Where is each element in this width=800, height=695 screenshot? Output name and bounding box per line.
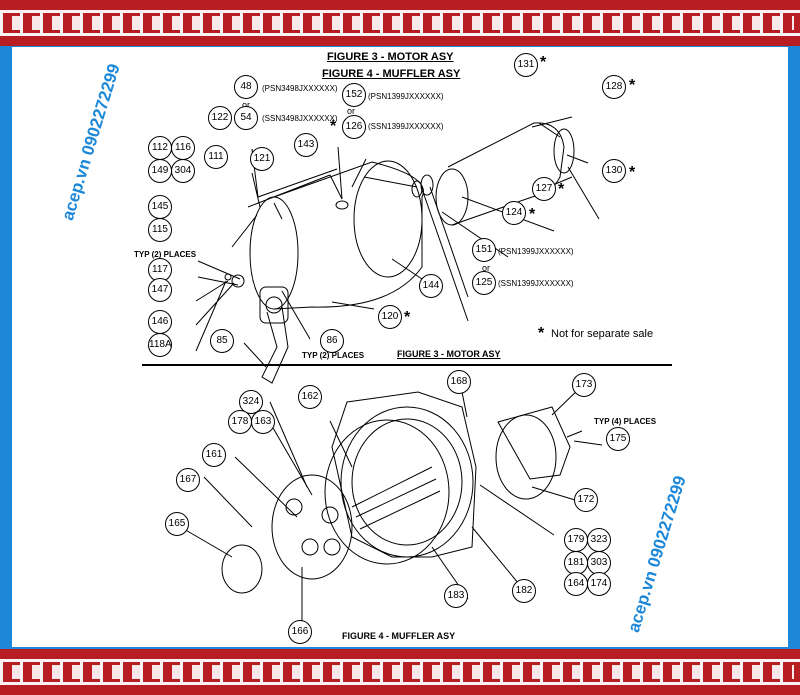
callout-147: 147 — [148, 278, 172, 302]
motor-housing — [273, 161, 424, 310]
callout-164: 164 — [564, 572, 588, 596]
callout-48: 48 — [234, 75, 258, 99]
muffler-flange — [497, 406, 571, 480]
callout-174: 174 — [587, 572, 611, 596]
callout-173: 173 — [572, 373, 596, 397]
callout-120: 120 — [378, 305, 402, 329]
ref-126: (SSN1399JXXXXXX) — [368, 122, 444, 131]
star-124: * — [529, 206, 536, 223]
callout-128: 128 — [602, 75, 626, 99]
callout-145: 145 — [148, 195, 172, 219]
callout-131: 131 — [514, 53, 538, 77]
callout-54: 54 — [234, 106, 258, 130]
motor-mount-bracket — [261, 306, 289, 384]
callout-127: 127 — [532, 177, 556, 201]
callout-121: 121 — [250, 147, 274, 171]
bottom-decorative-band — [0, 649, 800, 695]
star-126: * — [330, 118, 337, 135]
fig3-header-title: FIGURE 3 - MOTOR ASY — [327, 51, 454, 63]
motor-end-bell — [249, 196, 299, 310]
muffler-spacer — [495, 414, 557, 500]
callout-178: 178 — [228, 410, 252, 434]
callout-181: 181 — [564, 551, 588, 575]
star-131: * — [540, 54, 547, 71]
star-130: * — [629, 164, 636, 181]
fig3-caption: FIGURE 3 - MOTOR ASY — [397, 349, 501, 359]
callout-130: 130 — [602, 159, 626, 183]
muffler-disc — [221, 544, 263, 594]
callout-323: 323 — [587, 528, 611, 552]
callout-168: 168 — [447, 370, 471, 394]
callout-161: 161 — [202, 443, 226, 467]
callout-124: 124 — [502, 201, 526, 225]
typ2-places-note-left: TYP (2) PLACES — [134, 250, 197, 259]
or-label-3: or — [482, 263, 491, 273]
callout-165: 165 — [165, 512, 189, 536]
diagram-sheet: FIGURE 3 - MOTOR ASY FIGURE 4 - MUFFLER … — [12, 47, 788, 647]
callout-126: 126 — [342, 115, 366, 139]
callout-86: 86 — [320, 329, 344, 353]
typ2-places-note-bottom: TYP (2) PLACES — [302, 351, 365, 360]
not-for-sale-note: Not for separate sale — [551, 328, 654, 340]
callout-167: 167 — [176, 468, 200, 492]
callout-179: 179 — [564, 528, 588, 552]
or-label-2: or — [347, 106, 356, 116]
muffler-gasket — [324, 419, 450, 565]
ref-48: (PSN3498JXXXXXX) — [262, 84, 338, 93]
exploded-view-drawing — [142, 116, 672, 632]
motor-housing-end — [353, 160, 423, 278]
muffler-housing — [331, 391, 477, 558]
callout-125: 125 — [472, 271, 496, 295]
muffler-plate — [271, 474, 353, 580]
ref-152: (PSN1399JXXXXXX) — [368, 92, 444, 101]
callout-182: 182 — [512, 579, 536, 603]
star-128: * — [629, 77, 636, 94]
callout-143: 143 — [294, 133, 318, 157]
callout-112: 112 — [148, 136, 172, 160]
top-decorative-band — [0, 0, 800, 46]
callout-166: 166 — [288, 620, 312, 644]
ref-151: (PSN1399JXXXXXX) — [498, 247, 574, 256]
typ4-places-note: TYP (4) PLACES — [594, 417, 657, 426]
callout-304: 304 — [171, 159, 195, 183]
callout-149: 149 — [148, 159, 172, 183]
callout-118A: 118A — [148, 333, 172, 357]
callout-151: 151 — [472, 238, 496, 262]
fig4-caption: FIGURE 4 - MUFFLER ASY — [342, 631, 456, 641]
callout-122: 122 — [208, 106, 232, 130]
callout-85: 85 — [210, 329, 234, 353]
legend-star: * — [538, 325, 545, 342]
callout-146: 146 — [148, 310, 172, 334]
callout-163: 163 — [251, 410, 275, 434]
callout-175: 175 — [606, 427, 630, 451]
callout-162: 162 — [298, 385, 322, 409]
ref-54: (SSN3498JXXXXXX) — [262, 114, 338, 123]
callout-303: 303 — [587, 551, 611, 575]
motor-brush-bar — [247, 168, 343, 208]
or-label-1: or — [242, 100, 251, 110]
callout-144: 144 — [419, 274, 443, 298]
ref-125: (SSN1399JXXXXXX) — [498, 279, 574, 288]
callout-116: 116 — [171, 136, 195, 160]
callout-183: 183 — [444, 584, 468, 608]
callout-172: 172 — [574, 488, 598, 512]
callout-115: 115 — [148, 218, 172, 242]
star-127: * — [558, 181, 565, 198]
star-120: * — [404, 309, 411, 326]
fig4-header-title: FIGURE 4 - MUFFLER ASY — [322, 68, 461, 80]
callout-152: 152 — [342, 83, 366, 107]
callout-111: 111 — [204, 145, 228, 169]
